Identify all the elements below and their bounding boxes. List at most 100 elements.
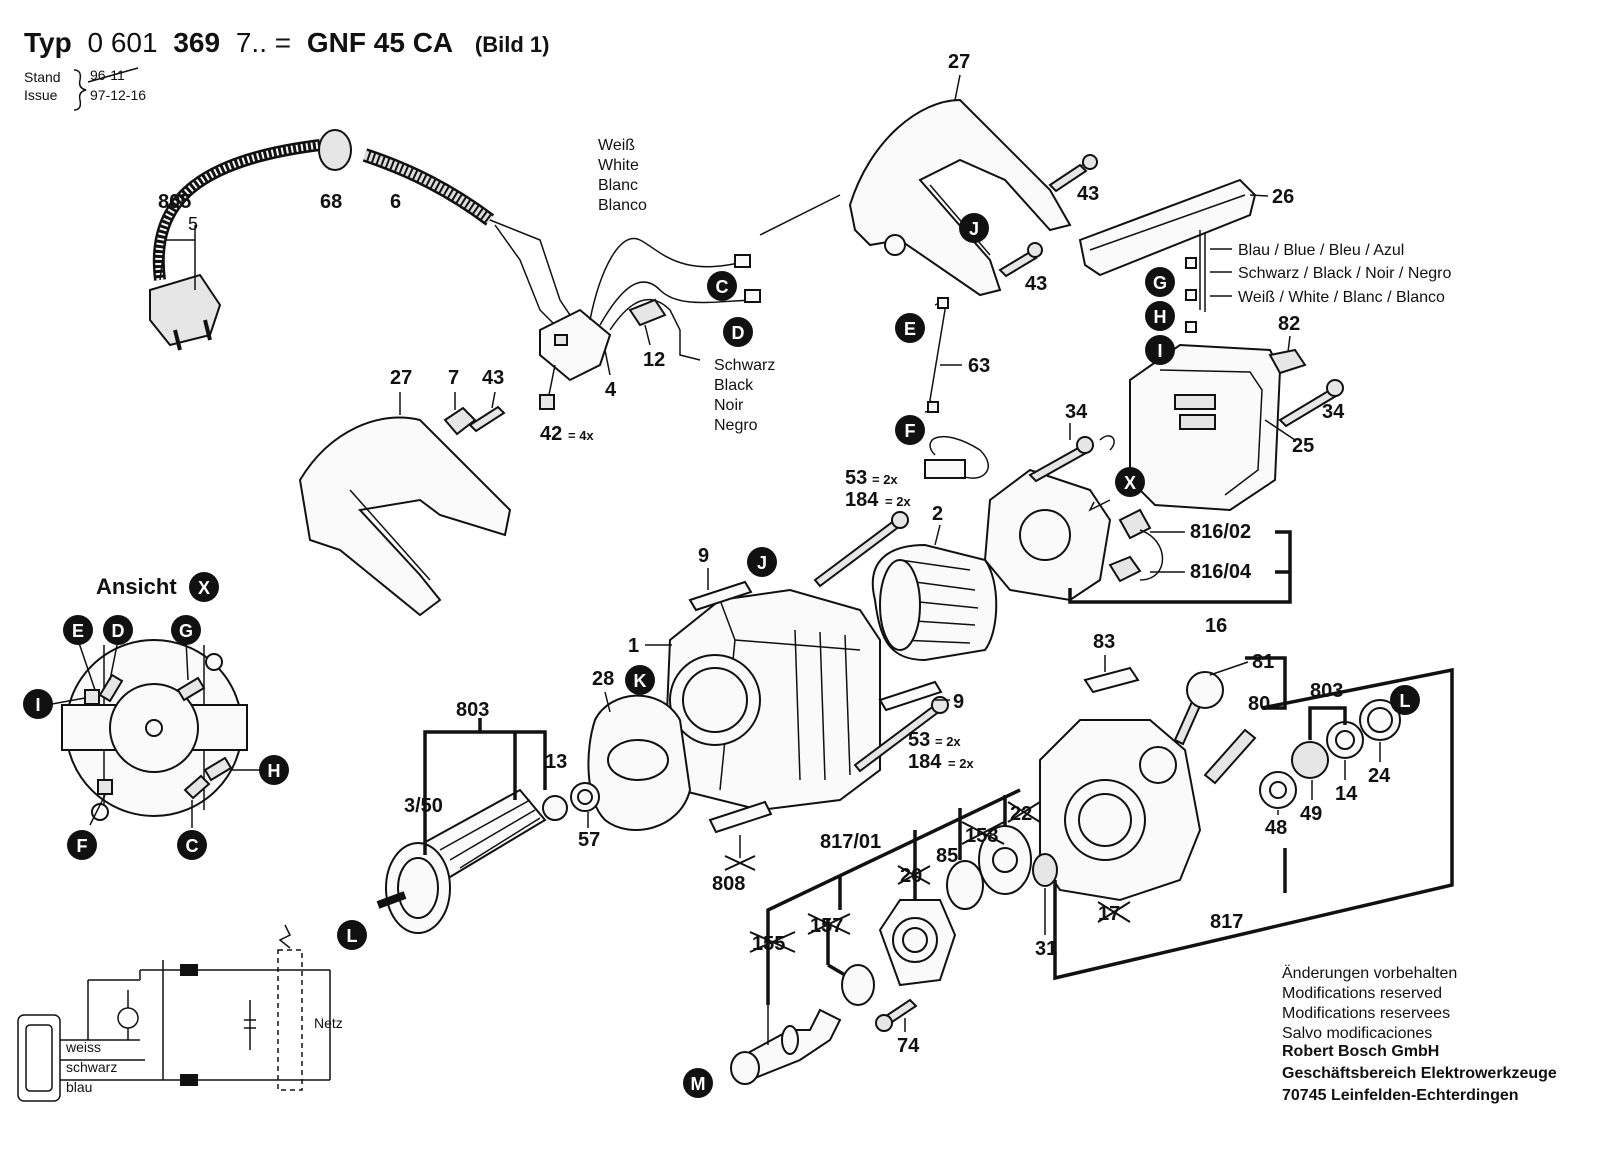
- clamp-7: [443, 406, 477, 436]
- svg-text:I: I: [1157, 341, 1162, 361]
- part-42: 42: [540, 423, 562, 445]
- marker-c-wire: C: [707, 271, 737, 301]
- part-34-right: 34: [1322, 401, 1345, 423]
- switch-4: [539, 308, 612, 382]
- part-26: 26: [1272, 186, 1294, 208]
- marker-j-housing: J: [747, 547, 777, 577]
- svg-text:F: F: [905, 421, 916, 441]
- qty-42: = 4x: [568, 428, 594, 443]
- screw-42: [539, 394, 555, 410]
- rear-housing-assembly: 82 34 25: [1129, 313, 1345, 512]
- part-816-04: 816/04: [1190, 561, 1252, 583]
- qty-184-top: = 2x: [885, 494, 911, 509]
- part-808: 808: [712, 873, 745, 895]
- part-49: 49: [1300, 803, 1322, 825]
- marker-x-brush: X: [1115, 467, 1145, 497]
- schematic-blau: blau: [66, 1079, 92, 1095]
- connector-63: [924, 298, 946, 413]
- wire-black-fr: Noir: [714, 397, 744, 414]
- nut-49: [1291, 741, 1329, 779]
- title-number-b: 369: [173, 27, 220, 58]
- part-7: 7: [448, 367, 459, 389]
- marker-m-spindle: M: [683, 1068, 713, 1098]
- part-816-02: 816/02: [1190, 521, 1251, 543]
- svg-text:F: F: [77, 836, 88, 856]
- part-9-bottom: 9: [953, 691, 964, 713]
- view-terminal-i: [84, 689, 100, 705]
- part-85: 85: [936, 845, 958, 867]
- screw-43-mid: [998, 250, 1038, 278]
- black-wire-label: Schwarz Black Noir Negro: [714, 357, 775, 434]
- wiring-schematic: weiss schwarz blau Netz: [17, 924, 343, 1102]
- handle-lower-assembly: 27 7 43: [298, 367, 512, 617]
- view-terminal-d: [98, 673, 124, 703]
- issue-label: Issue: [24, 87, 58, 103]
- part-81: 81: [1252, 651, 1274, 673]
- bracket-803-right: [1308, 706, 1347, 740]
- mod-de: Änderungen vorbehalten: [1282, 964, 1457, 982]
- marker-i-view: I: [23, 689, 53, 719]
- gear-housing-assembly: 83 81 803 80 49 14 24 48 817 31 17: [946, 631, 1454, 981]
- wire-black-es: Negro: [714, 417, 758, 434]
- part-184-bottom: 184: [908, 751, 942, 773]
- mod-es: Salvo modificaciones: [1282, 1025, 1432, 1042]
- white-wire: [589, 237, 751, 321]
- bearing-158: [946, 860, 985, 910]
- marker-k-housing: K: [625, 665, 655, 695]
- schematic-tool-symbol: [17, 1014, 61, 1102]
- screw-34-left: [1028, 445, 1088, 483]
- part-83: 83: [1093, 631, 1115, 653]
- wire-white-es: Blanco: [598, 197, 647, 214]
- seal-157: [841, 964, 876, 1006]
- part-2: 2: [932, 503, 943, 525]
- marker-e-connector: E: [895, 313, 925, 343]
- mod-en: Modifications reserved: [1282, 985, 1442, 1002]
- part-6: 6: [390, 191, 401, 213]
- part-82: 82: [1278, 313, 1300, 335]
- spindle-assembly: 74 817/01 20 85 158 22 155 157: [730, 788, 1041, 1085]
- bracket-803-left: [423, 730, 547, 855]
- wire-black-de: Schwarz: [714, 357, 775, 374]
- marker-f-connector: F: [895, 415, 925, 445]
- wire-white-line: Weiß / White / Blanc / Blanco: [1238, 289, 1445, 306]
- issue-date: 97-12-16: [90, 87, 146, 103]
- wire-white-en: White: [598, 157, 639, 174]
- connector-63-assembly: 63: [924, 297, 990, 413]
- issue-brace: [73, 69, 87, 111]
- view-label: Ansicht: [96, 574, 177, 599]
- armature-assembly: 28 803 13 3/50 57: [376, 668, 692, 934]
- part-27-top: 27: [948, 51, 970, 73]
- part-57: 57: [578, 829, 600, 851]
- pinion-31: [1032, 853, 1059, 887]
- brush-cap-82: [1268, 348, 1307, 375]
- part-43-mid: 43: [1025, 273, 1047, 295]
- diagram-header: Typ 0 601 369 7.. = GNF 45 CA (Bild 1) S…: [24, 27, 549, 111]
- schematic-netz: Netz: [314, 1015, 343, 1031]
- part-43-left: 43: [482, 367, 504, 389]
- title-number-a: 0 601: [87, 27, 157, 58]
- schematic-weiss: weiss: [65, 1039, 101, 1055]
- marker-l-ring: L: [1390, 685, 1420, 715]
- part-817-01: 817/01: [820, 831, 881, 853]
- svg-text:L: L: [1400, 691, 1411, 711]
- handle-half-27-left: [298, 416, 512, 617]
- part-27-left: 27: [390, 367, 412, 389]
- brush-816-04: [1108, 555, 1142, 583]
- bracket-81: [1245, 656, 1287, 710]
- view-terminal-f: [97, 779, 113, 795]
- motor-housing-assembly: 9 1 9 53 = 2x 184 = 2x 808: [628, 545, 974, 895]
- marker-g-view: G: [171, 615, 201, 645]
- company-address: 70745 Leinfelden-Echterdingen: [1282, 1087, 1519, 1104]
- schematic-switch-frame: [277, 949, 303, 1091]
- part-803-left: 803: [456, 699, 489, 721]
- part-13: 13: [545, 751, 567, 773]
- marker-c-view: C: [177, 830, 207, 860]
- svg-text:J: J: [969, 219, 979, 239]
- part-4: 4: [605, 379, 617, 401]
- svg-text:C: C: [186, 836, 199, 856]
- insulation-strip-9-top: [688, 580, 753, 612]
- part-31: 31: [1035, 938, 1057, 960]
- part-9-top: 9: [698, 545, 709, 567]
- part-24: 24: [1368, 765, 1391, 787]
